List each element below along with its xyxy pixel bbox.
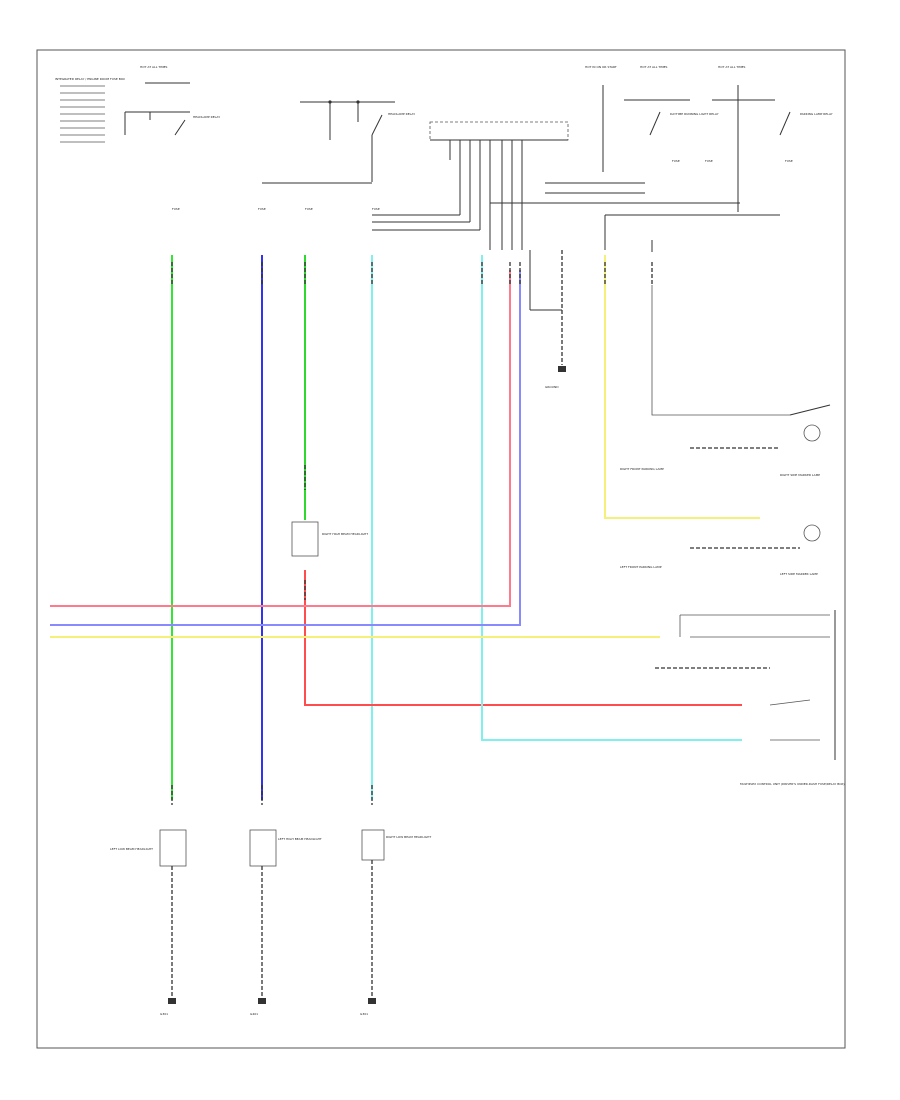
left-side-marker-label: LEFT SIDE MARKER LAMP: [780, 572, 818, 576]
right-side-marker-bulb: [803, 424, 821, 442]
power-label-2: HOT IN ON OR START: [585, 65, 617, 69]
svg-text:FUSE: FUSE: [258, 207, 266, 211]
right-lamps: RIGHT FRONT PARKING LAMP RIGHT SIDE MARK…: [620, 285, 831, 576]
right-hl-mid-label: RIGHT HIGH BEAM HEADLIGHT: [322, 532, 368, 536]
relay-left-label: HEADLAMP RELAY: [193, 115, 220, 119]
right-hl-mid: RIGHT HIGH BEAM HEADLIGHT: [291, 521, 368, 557]
left-lo-label: LEFT LOW BEAM HEADLIGHT: [110, 847, 153, 851]
top-power-section: HOT AT ALL TIMES HOT IN ON OR START HOT …: [55, 65, 833, 252]
relay-right-a-label: DAYTIME RUNNING LIGHT RELAY: [670, 112, 719, 116]
left-hi-label: LEFT HIGH BEAM HEADLIGHT: [278, 837, 322, 841]
multiplex-label: MULTIPLEX CONTROL UNIT (DRIVER'S UNDER-D…: [740, 782, 845, 786]
ground-3-label: G301: [360, 1012, 368, 1016]
right-lo-label: RIGHT LOW BEAM HEADLIGHT: [386, 835, 431, 839]
connector-bar: [429, 121, 569, 141]
power-label-3: HOT AT ALL TIMES: [640, 65, 668, 69]
right-park-label: RIGHT FRONT PARKING LAMP: [620, 467, 664, 471]
svg-text:FUSE: FUSE: [372, 207, 380, 211]
left-side-marker-bulb: [803, 524, 821, 542]
ground-center-label: GROUND: [545, 385, 559, 389]
svg-text:FUSE: FUSE: [305, 207, 313, 211]
svg-text:FUSE: FUSE: [785, 159, 793, 163]
relay-center-label: HEADLAMP RELAY: [388, 112, 415, 116]
multiplex-unit: MULTIPLEX CONTROL UNIT (DRIVER'S UNDER-D…: [655, 610, 845, 786]
relay-center: HEADLAMP RELAY: [329, 102, 415, 182]
wire-violet: [50, 270, 521, 626]
wire-pink: [50, 270, 511, 607]
power-label-1: HOT AT ALL TIMES: [140, 65, 168, 69]
wires: [50, 255, 760, 800]
relay-right-b-label: PARKING LAMP RELAY: [800, 112, 833, 116]
fuse-labels: FUSE FUSE FUSE FUSE FUSE FUSE FUSE: [172, 159, 793, 211]
wire-yellow-vertical: [604, 255, 760, 519]
ground-2-label: G401: [250, 1012, 258, 1016]
wire-red: [304, 570, 742, 706]
bottom-headlights: LEFT LOW BEAM HEADLIGHT LEFT HIGH BEAM H…: [110, 829, 431, 1016]
right-side-marker-label: RIGHT SIDE MARKER LAMP: [780, 473, 820, 477]
left-park-label: LEFT FRONT PARKING LAMP: [620, 565, 662, 569]
center-ground: GROUND: [529, 250, 566, 389]
ground-1-label: G301: [160, 1012, 168, 1016]
wire-cyan-right: [481, 255, 742, 741]
relay-left: HEADLAMP RELAY: [124, 111, 220, 136]
top-left-note-lines: [60, 85, 105, 143]
svg-text:FUSE: FUSE: [172, 207, 180, 211]
power-label-4: HOT AT ALL TIMES: [718, 65, 746, 69]
svg-text:FUSE: FUSE: [705, 159, 713, 163]
diagram-frame: [36, 49, 846, 1049]
svg-text:FUSE: FUSE: [672, 159, 680, 163]
connector-marks: [171, 262, 653, 805]
top-left-note: INTEGRATED RELAY / ENGINE ROOM FUSE BOX: [55, 77, 125, 81]
